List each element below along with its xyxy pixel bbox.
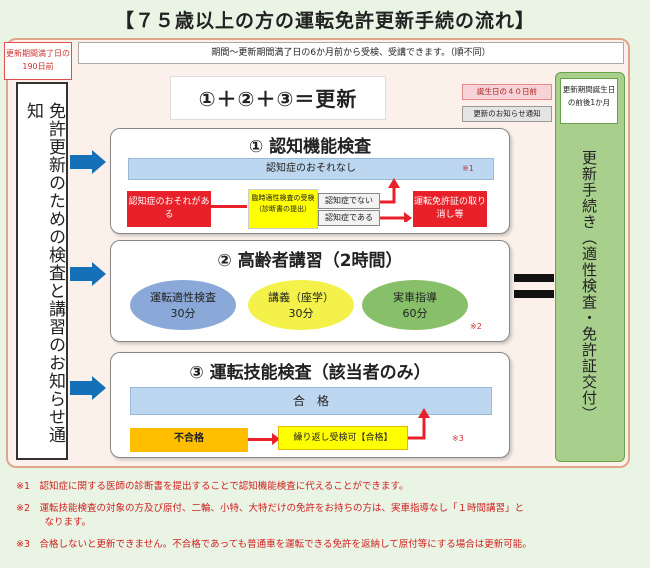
page-title: 【７５歳以上の方の運転免許更新手続の流れ】 (114, 10, 535, 32)
driving-guidance-ellipse: 実車指導 60分 (362, 280, 468, 330)
footnote-1: ※1 認知症に関する医師の診断書を提出することで認知機能検査に代えることができま… (16, 481, 409, 492)
footnote-3: ※3 合格しないと更新できません。不合格であっても普通車を運転できる免許を返納し… (16, 539, 532, 550)
ellipse1-label: 運転適性検査 (150, 291, 216, 304)
expiry-190-tag: 更新期間満了日の190日前 (4, 42, 72, 80)
arrow-right-icon (70, 150, 106, 174)
arrow-right-icon (70, 262, 106, 286)
footnote-2: ※2 運転技能検査の対象の方及び原付、二輪、小特、大特だけの免許をお持ちの方は、… (16, 503, 525, 514)
not-dementia-box: 認知症でない (318, 193, 380, 209)
formula: ①＋②＋③＝更新 (170, 76, 386, 120)
arrow-right-icon (70, 376, 106, 400)
notice-vertical-text: 免許更新のための検査と講習のお知らせ通知 (23, 102, 65, 444)
fail-box: 不合格 (130, 428, 248, 452)
section2-title: ② 高齢者講習（2時間） (217, 251, 403, 271)
equal-sign-top (514, 274, 554, 282)
temporary-test-box: 臨時適性検査の受検（診断書の提出） (248, 189, 318, 229)
ellipse2-label: 講義（座学） (268, 291, 334, 304)
connector-line (211, 205, 247, 208)
section3-title: ③ 運転技能検査（該当者のみ） (189, 363, 431, 383)
connector-line (248, 438, 274, 441)
ellipse3-label: 実車指導 (393, 291, 437, 304)
renewal-column (555, 72, 625, 462)
aptitude-test-ellipse: 運転適性検査 30分 (130, 280, 236, 330)
section2-note: ※2 (470, 322, 482, 331)
section1-note: ※1 (462, 164, 474, 173)
section1-bar: 認知症のおそれなし (128, 158, 494, 180)
ellipse1-time: 30分 (170, 307, 196, 320)
ellipse3-time: 60分 (402, 307, 428, 320)
retry-box: 繰り返し受検可【合格】 (278, 426, 408, 450)
section3-note: ※3 (452, 434, 464, 443)
notice-vertical-box: 免許更新のための検査と講習のお知らせ通知 (16, 82, 68, 460)
pass-bar: 合 格 (130, 387, 492, 415)
renewal-period-box: 更新期間誕生日の前後1か月 (560, 78, 618, 124)
equal-sign-bottom (514, 290, 554, 298)
ellipse2-time: 30分 (288, 307, 314, 320)
dementia-possible-box: 認知症のおそれがある (127, 191, 211, 227)
lecture-ellipse: 講義（座学） 30分 (248, 280, 354, 330)
license-revoke-box: 運転免許証の取り消し等 (413, 191, 487, 227)
footnote-2b: なります。 (16, 517, 92, 528)
section1-title: ① 認知機能検査 (248, 137, 372, 157)
period-note: 期間～更新期間満了日の6か月前から受検、受講できます。（順不同） (78, 42, 624, 64)
renewal-vertical-text: 更新手続き（適性検査・免許証交付） (580, 150, 598, 422)
arrow-up-icon (408, 408, 430, 440)
renewal-notice-pill: 更新のお知らせ通知 (462, 106, 552, 122)
arrow-right-icon (272, 433, 280, 445)
is-dementia-box: 認知症である (318, 210, 380, 226)
flow-arrows-icon (380, 178, 412, 222)
birthday-40-pill: 誕生日の４０日前 (462, 84, 552, 100)
